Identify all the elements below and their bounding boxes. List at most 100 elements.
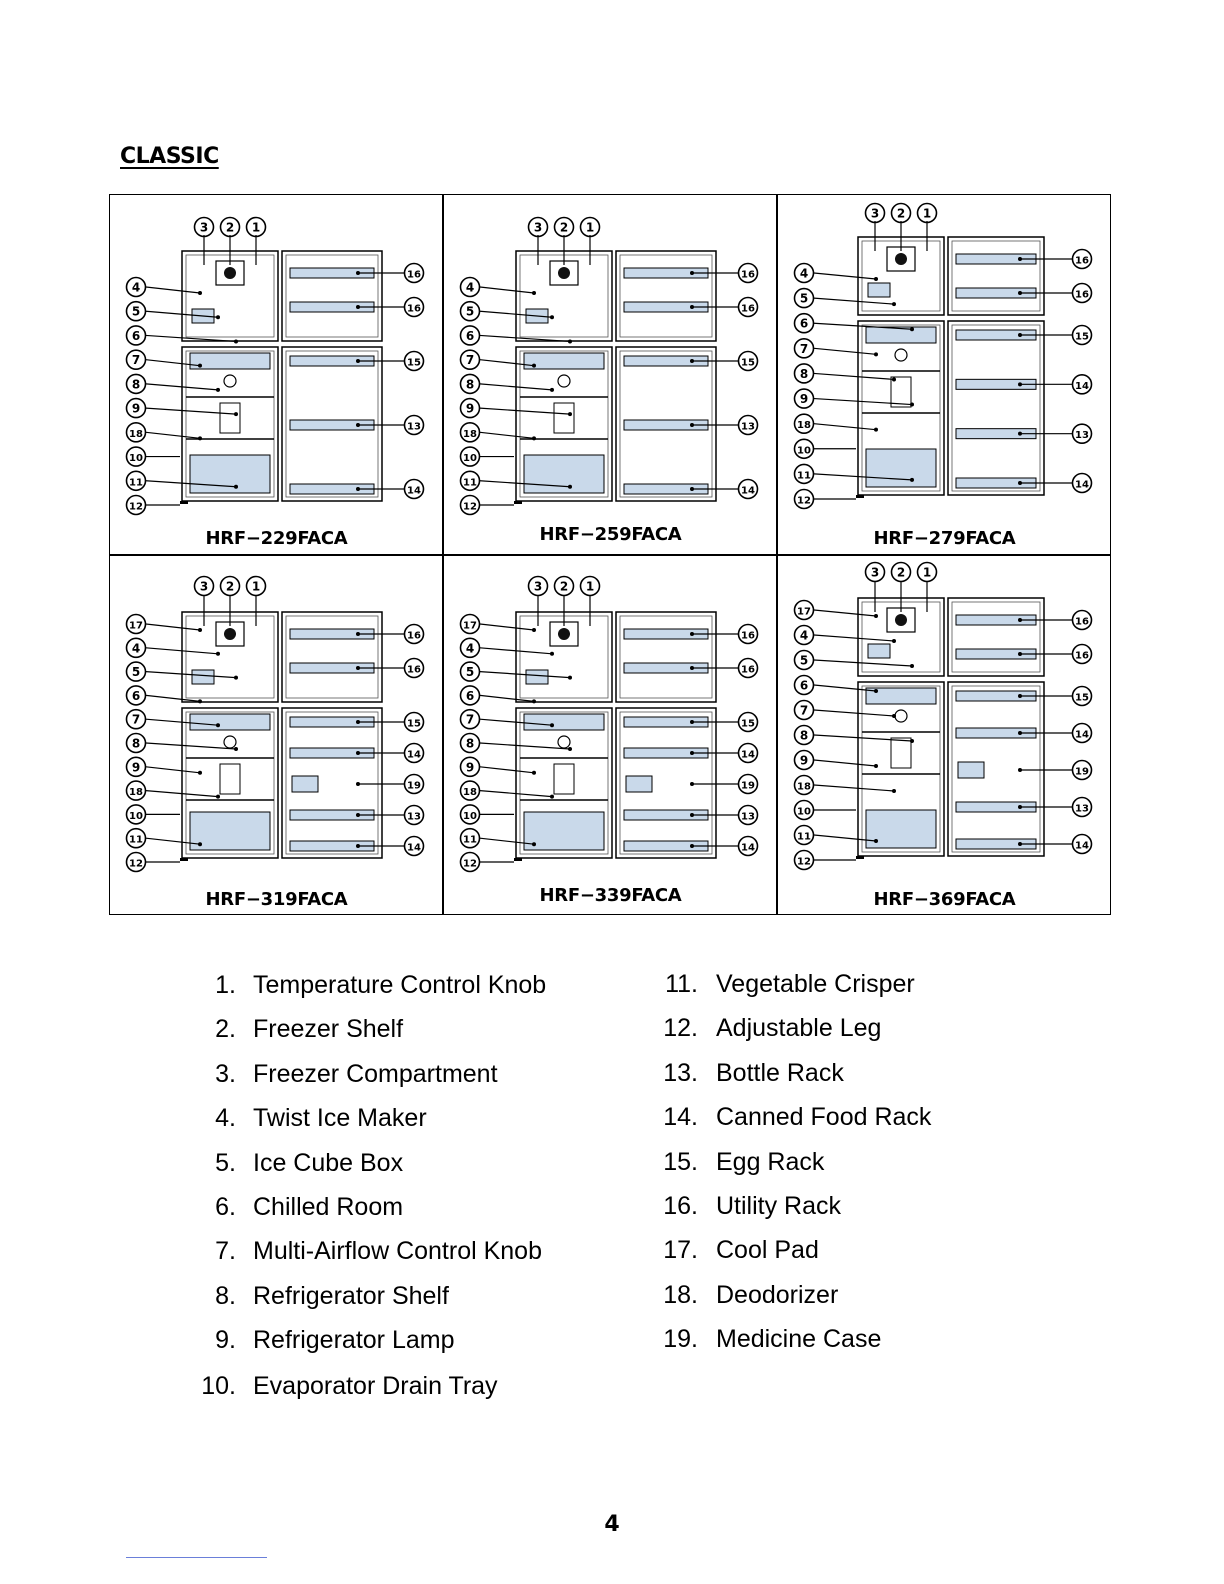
medicine-case [291, 775, 319, 793]
callout-leader [145, 671, 237, 679]
svg-text:19: 19 [407, 781, 421, 792]
callout-leader [813, 684, 877, 692]
svg-text:6: 6 [132, 689, 140, 703]
callout-badge: 16 [1071, 248, 1093, 270]
svg-text:14: 14 [1075, 480, 1089, 491]
callout-badge: 9 [793, 749, 815, 771]
callout-leader [479, 766, 535, 774]
fridge-lamp [890, 737, 912, 769]
svg-text:13: 13 [1075, 430, 1089, 441]
legend-text: Refrigerator Shelf [253, 1282, 449, 1310]
svg-text:15: 15 [741, 719, 755, 730]
svg-text:8: 8 [800, 729, 808, 743]
airflow-knob [557, 735, 571, 749]
svg-text:14: 14 [1075, 841, 1089, 852]
svg-text:13: 13 [407, 812, 421, 823]
callout-badge: 15 [403, 711, 425, 733]
svg-text:2: 2 [897, 207, 905, 221]
callout-leader [145, 407, 237, 415]
callout-badge: 6 [793, 674, 815, 696]
callout-dot [568, 412, 572, 417]
freezer-door-inner [285, 254, 379, 338]
callout-badge: 16 [737, 657, 759, 679]
callout-badge: 5 [459, 661, 481, 682]
fridge-lamp [890, 376, 912, 408]
callout-leader [479, 359, 535, 367]
callout-badge: 17 [793, 599, 815, 621]
svg-text:17: 17 [463, 621, 477, 632]
legend-text: Bottle Rack [716, 1059, 844, 1087]
model-label: HRF−279FACA [873, 528, 1016, 549]
callout-leader [813, 473, 913, 481]
callout-badge: 2 [890, 202, 912, 224]
vegetable-crisper [523, 454, 605, 494]
svg-text:3: 3 [534, 221, 542, 235]
svg-text:8: 8 [466, 737, 474, 751]
svg-text:4: 4 [132, 641, 140, 655]
callout-badge: 2 [553, 575, 575, 597]
callout-badge: 17 [125, 613, 147, 635]
model-label: HRF−229FACA [205, 528, 348, 549]
svg-text:2: 2 [560, 580, 568, 594]
callout-badge: 13 [403, 804, 425, 826]
svg-text:5: 5 [132, 665, 140, 679]
fridge-inner [519, 711, 609, 855]
fridge-door-inner [285, 711, 379, 855]
fridge-inner [185, 711, 275, 855]
temperature-knob [895, 253, 907, 265]
airflow-knob [223, 374, 237, 388]
callout-leader [479, 790, 553, 798]
svg-text:2: 2 [897, 566, 905, 580]
callout-badge: 2 [219, 575, 241, 597]
legend-number: 7. [215, 1237, 236, 1265]
callout-dot [234, 339, 238, 344]
legend-number: 10. [201, 1372, 236, 1400]
callout-leader [813, 347, 877, 355]
svg-text:14: 14 [1075, 730, 1089, 741]
callout-leader [813, 322, 913, 330]
svg-text:14: 14 [741, 486, 755, 497]
callout-badge: 2 [553, 216, 575, 238]
callout-dot [892, 302, 896, 307]
callout-badge: 14 [1071, 472, 1093, 494]
svg-text:14: 14 [407, 750, 421, 761]
svg-text:18: 18 [463, 429, 477, 440]
callout-badge: 15 [403, 350, 425, 372]
svg-text:16: 16 [407, 631, 421, 642]
callout-dot [198, 699, 202, 704]
svg-text:7: 7 [466, 713, 474, 727]
fridge-inner [861, 685, 941, 853]
callout-badge: 18 [459, 422, 481, 443]
svg-text:16: 16 [1075, 290, 1089, 301]
callout-badge: 11 [125, 470, 147, 492]
callout-dot [892, 639, 896, 643]
callout-badge: 1 [916, 561, 938, 583]
callout-leader [145, 790, 219, 798]
callout-dot [198, 436, 202, 441]
svg-text:4: 4 [800, 267, 808, 281]
callout-badge: 12 [793, 849, 815, 871]
callout-badge: 14 [737, 478, 759, 500]
svg-text:19: 19 [741, 781, 755, 792]
callout-badge: 16 [1071, 282, 1093, 304]
svg-text:1: 1 [923, 566, 931, 580]
vegetable-crisper [865, 448, 937, 488]
legend-number: 19. [663, 1325, 698, 1353]
legend-number: 9. [215, 1326, 236, 1354]
callout-badge: 5 [793, 649, 815, 671]
callout-leader [813, 734, 913, 742]
callout-dot [532, 291, 536, 295]
callout-dot [198, 363, 202, 368]
callout-badge: 12 [793, 488, 815, 510]
callout-badge: 7 [125, 349, 147, 370]
callout-badge: 16 [403, 296, 425, 318]
callout-dot [234, 675, 238, 680]
callout-dot [198, 291, 202, 295]
callout-dot [874, 614, 878, 618]
legend-text: Multi-Airflow Control Knob [253, 1237, 542, 1265]
callout-leader [813, 634, 895, 642]
callout-badge: 1 [579, 216, 601, 238]
